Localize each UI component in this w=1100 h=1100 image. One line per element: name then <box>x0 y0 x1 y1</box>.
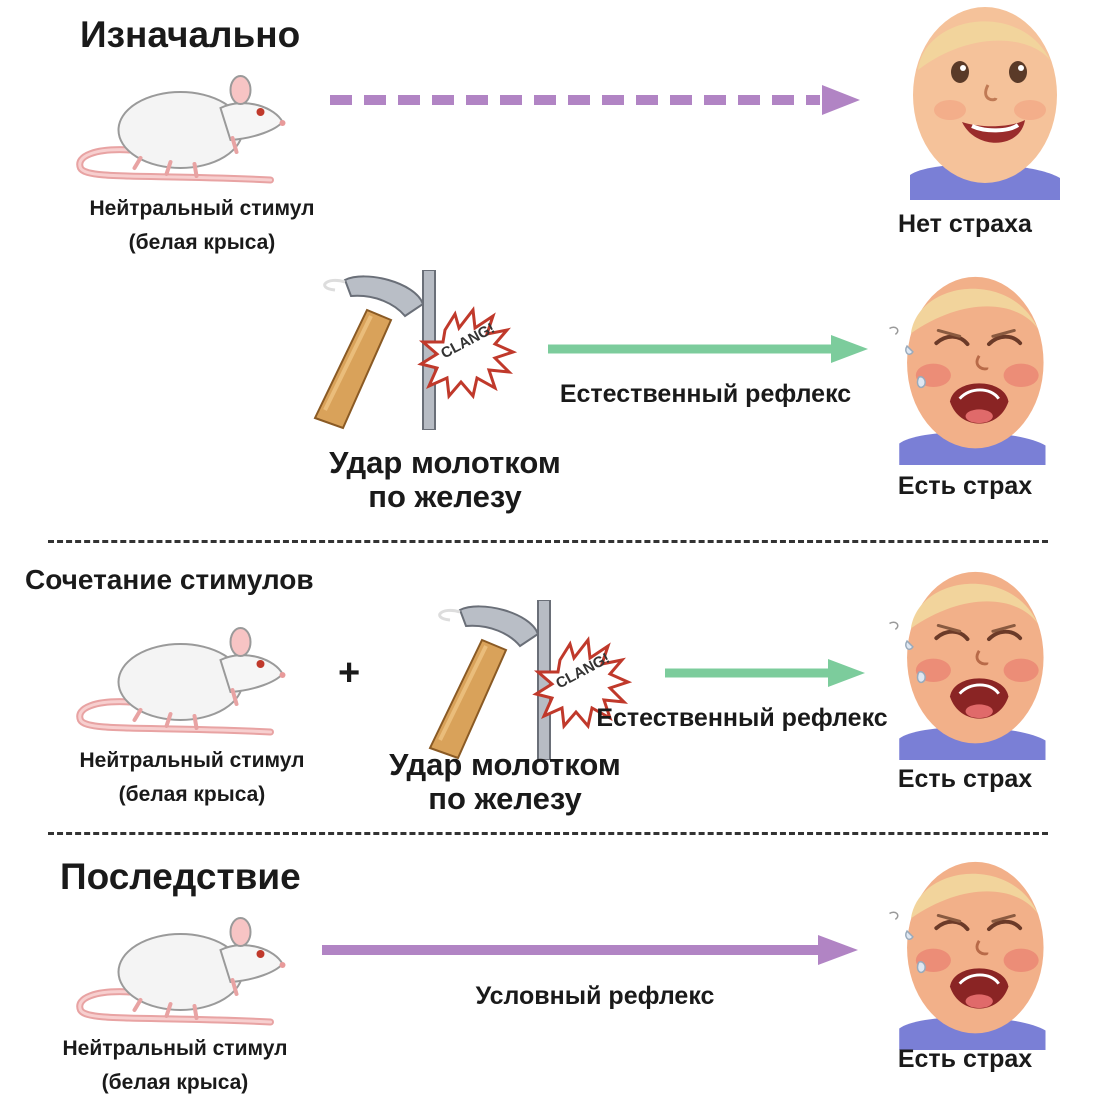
fear-label: Есть страх <box>897 765 1033 793</box>
stimulus-caption: Нейтральный стимул (белая крыса) <box>25 1032 325 1100</box>
stimulus-label: Нейтральный стимул <box>62 1037 288 1060</box>
plus-sign: + <box>338 652 361 694</box>
baby-crying-illustration <box>885 565 1050 760</box>
baby-happy-illustration <box>908 5 1060 200</box>
stimulus-label: Нейтральный стимул <box>79 749 305 772</box>
stimulus-label: Нейтральный стимул <box>89 197 315 220</box>
clang-text-overlay: CLANG! <box>438 320 497 362</box>
svg-text:CLANG!: CLANG! <box>553 650 612 692</box>
clang-text-overlay: CLANG! <box>553 650 612 692</box>
dashed-arrow <box>330 85 860 115</box>
natural-reflex-arrow <box>665 659 865 687</box>
hammer-label: Удар молотком <box>329 445 561 480</box>
fear-label: Есть страх <box>897 1045 1033 1073</box>
svg-text:CLANG!: CLANG! <box>438 320 497 362</box>
hammer-caption: Удар молотком по железу <box>290 446 600 514</box>
natural-reflex-arrow <box>548 335 868 363</box>
conditioned-reflex-arrow <box>322 935 858 965</box>
no-fear-label: Нет страха <box>898 210 1032 238</box>
stimulus-sublabel: (белая крыса) <box>128 231 276 254</box>
hammer-sublabel: по железу <box>368 479 522 514</box>
rat-illustration <box>68 68 293 188</box>
stimulus-caption: Нейтральный стимул (белая крыса) <box>42 744 342 812</box>
natural-reflex-label: Естественный рефлекс <box>559 380 852 408</box>
conditioned-reflex-label: Условный рефлекс <box>475 982 715 1010</box>
hammer-sublabel: по железу <box>428 781 582 816</box>
rat-illustration <box>68 620 293 740</box>
hammer-label: Удар молотком <box>389 747 621 782</box>
section-divider <box>48 832 1048 835</box>
baby-crying-illustration <box>885 270 1050 465</box>
baby-crying-illustration <box>885 855 1050 1050</box>
section-title-pairing: Сочетание стимулов <box>25 564 314 595</box>
stimulus-sublabel: (белая крыса) <box>101 1071 249 1094</box>
stimulus-sublabel: (белая крыса) <box>118 783 266 806</box>
fear-label: Есть страх <box>897 472 1033 500</box>
section-divider <box>48 540 1048 543</box>
section-title-after: Последствие <box>60 856 301 897</box>
stimulus-caption: Нейтральный стимул (белая крыса) <box>52 192 352 260</box>
rat-illustration <box>68 910 293 1030</box>
hammer-caption: Удар молотком по железу <box>350 748 660 816</box>
natural-reflex-label: Естественный рефлекс <box>596 704 888 732</box>
section-title-initial: Изначально <box>80 14 301 55</box>
